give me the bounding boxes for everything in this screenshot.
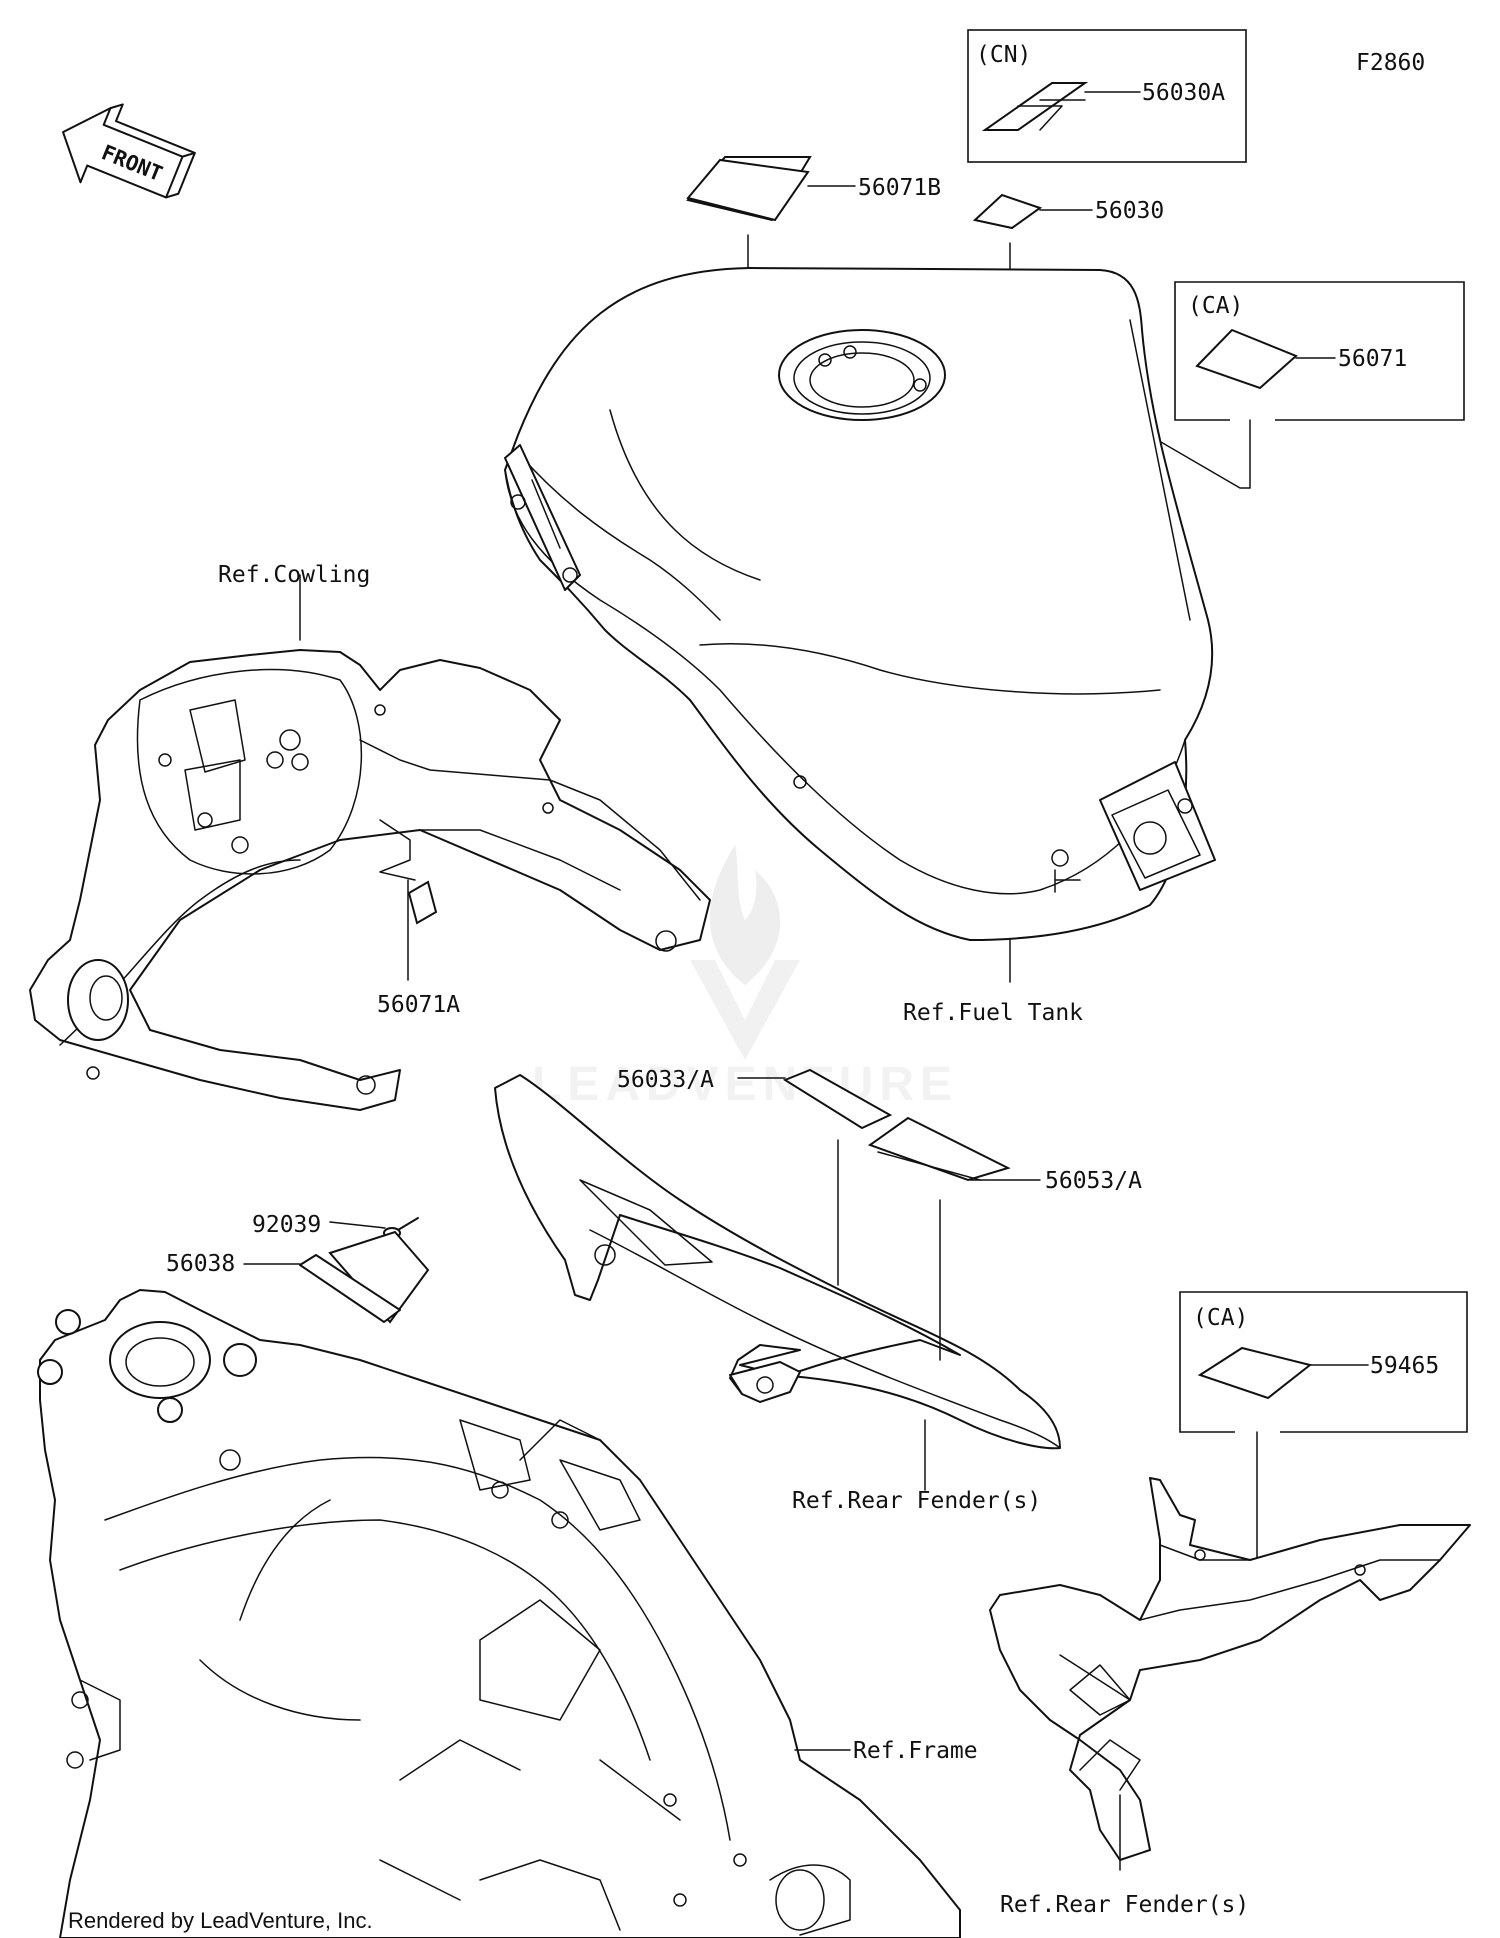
rear-fender xyxy=(989,1477,1471,1871)
region-box-cn: (CN) 56030A xyxy=(967,29,1247,163)
front-label: FRONT xyxy=(98,140,166,186)
footer-credit: Rendered by LeadVenture, Inc. xyxy=(68,1908,373,1933)
ref-cowling: Ref.Cowling xyxy=(218,562,370,588)
strap-56038: 56038 xyxy=(166,1230,430,1324)
decal-56071B-group: 56071B xyxy=(686,156,941,391)
decal-56053A xyxy=(867,1116,1011,1182)
ref-frame: Ref.Frame xyxy=(853,1738,978,1764)
region-box-ca-fender: (CA) 59465 xyxy=(1179,1291,1468,1571)
frame xyxy=(37,1289,961,1938)
part-number-56071: 56071 xyxy=(1338,346,1407,372)
part-number-56030: 56030 xyxy=(1095,198,1164,224)
part-number-56053A: 56053/A xyxy=(1045,1168,1142,1194)
region-box-ca-tank: (CA) 56071 xyxy=(1074,281,1465,576)
watermark-text: LEADVENTURE xyxy=(532,1058,958,1111)
part-number-92039: 92039 xyxy=(252,1212,321,1238)
part-number-56071A: 56071A xyxy=(377,992,460,1018)
front-direction-arrow-icon: FRONT xyxy=(62,103,196,199)
part-number-56030A: 56030A xyxy=(1142,80,1225,106)
ref-rear-fender-1: Ref.Rear Fender(s) xyxy=(792,1488,1041,1514)
region-label-ca-tank: (CA) xyxy=(1188,293,1243,319)
part-number-56038: 56038 xyxy=(166,1251,235,1277)
chain-cover xyxy=(494,1074,1061,1450)
decal-56033A xyxy=(782,1068,893,1130)
ref-fuel-tank: Ref.Fuel Tank xyxy=(903,1000,1083,1026)
decal-56071A xyxy=(407,880,438,925)
fuel-tank xyxy=(504,267,1216,983)
part-number-56071B: 56071B xyxy=(858,175,941,201)
region-label-cn: (CN) xyxy=(976,42,1031,68)
watermark: LEADVENTURE xyxy=(532,845,958,1111)
decal-56071 xyxy=(1195,328,1298,390)
ref-rear-fender-2: Ref.Rear Fender(s) xyxy=(1000,1892,1249,1918)
region-label-ca-fender: (CA) xyxy=(1193,1305,1248,1331)
decal-59465 xyxy=(1197,1346,1313,1400)
leadventure-flame-logo xyxy=(709,845,781,985)
figure-code: F2860 xyxy=(1356,50,1425,76)
part-number-59465: 59465 xyxy=(1370,1353,1439,1379)
part-number-56033A: 56033/A xyxy=(617,1067,714,1093)
decal-56030 xyxy=(972,193,1043,230)
cowling xyxy=(29,574,711,1111)
